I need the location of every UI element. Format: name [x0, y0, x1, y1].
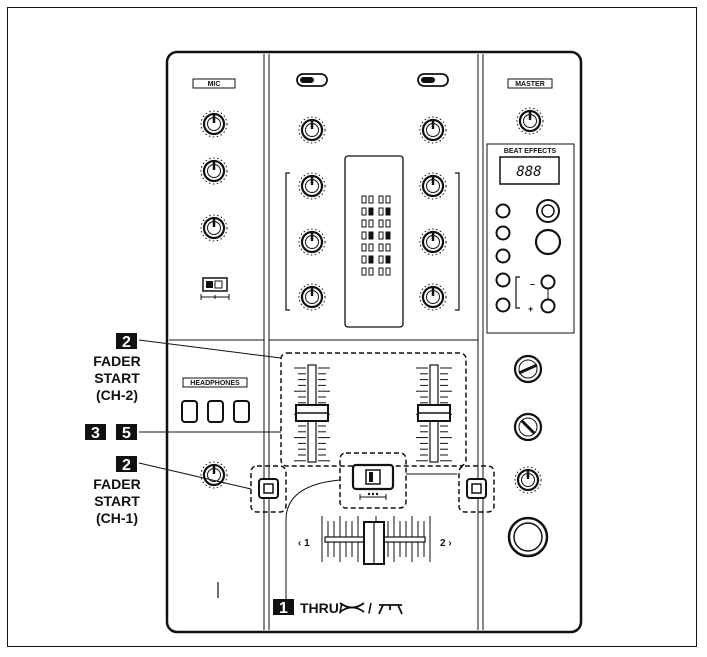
mic-label: MIC	[208, 81, 221, 88]
right-knob-1[interactable]	[513, 354, 543, 384]
svg-text:FADER: FADER	[93, 353, 140, 369]
crossfader-left-label: ‹ 1	[298, 538, 310, 549]
meter-led	[368, 195, 374, 204]
figure-frame	[7, 7, 697, 647]
ch2-fader[interactable]	[417, 364, 451, 463]
svg-text:2: 2	[122, 334, 131, 351]
mic-label-box	[192, 78, 236, 89]
meter-led	[368, 255, 374, 264]
beat-button-2[interactable]	[495, 225, 511, 241]
level-meter	[344, 155, 404, 328]
mic-switch[interactable]	[200, 277, 230, 300]
meter-led	[378, 219, 384, 228]
svg-text:1: 1	[279, 600, 288, 617]
meter-led	[385, 231, 391, 240]
meter-led	[378, 267, 384, 276]
crossfader-curve-switch[interactable]	[351, 463, 395, 500]
meter-led	[385, 219, 391, 228]
callout-fader-start-ch2: 2 FADER START (CH-2)	[93, 333, 141, 403]
svg-text:START: START	[94, 370, 140, 386]
effect-plus-button[interactable]	[540, 298, 556, 314]
meter-led	[361, 255, 367, 264]
meter-led	[378, 207, 384, 216]
headphones-section: HEADPHONES	[181, 377, 250, 490]
meter-led	[361, 219, 367, 228]
meter-led	[385, 255, 391, 264]
curve-symbols-icon: /	[339, 600, 403, 616]
meter-led	[361, 195, 367, 204]
leader-fader-start-ch1	[138, 462, 252, 490]
meter-led	[361, 267, 367, 276]
leader-fader-start-ch2	[138, 339, 282, 359]
beat-button-5[interactable]	[495, 297, 511, 313]
svg-text:(CH-2): (CH-2)	[96, 387, 138, 403]
callout-channel-fader: 3 5	[85, 424, 137, 442]
crossfader[interactable]	[321, 516, 431, 565]
channel-toggle-2[interactable]	[417, 73, 449, 87]
ch1-fader[interactable]	[295, 364, 329, 463]
meter-led	[378, 195, 384, 204]
right-knob-2[interactable]	[513, 412, 543, 442]
svg-text:3: 3	[91, 425, 100, 442]
beat-button-4[interactable]	[495, 272, 511, 288]
beat-effects-section: BEAT EFFECTS 888 – +	[486, 143, 575, 334]
meter-led	[378, 231, 384, 240]
fader-start-ch2-zone	[458, 465, 495, 513]
headphones-label-box	[182, 377, 248, 388]
meter-led	[385, 267, 391, 276]
beat-effects-label: BEAT EFFECTS	[504, 148, 557, 155]
meter-led	[368, 207, 374, 216]
svg-text:START: START	[94, 493, 140, 509]
meter-led	[385, 195, 391, 204]
effect-on-button[interactable]	[534, 228, 562, 256]
meter-led	[368, 243, 374, 252]
svg-text:2: 2	[122, 457, 131, 474]
meter-led	[361, 231, 367, 240]
headphone-button-2[interactable]	[207, 400, 224, 423]
beat-display-value: 888	[516, 164, 541, 180]
meter-led	[361, 207, 367, 216]
meter-led	[368, 219, 374, 228]
effect-minus-button[interactable]	[540, 274, 556, 290]
leader-curve-switch	[285, 479, 341, 603]
crossfader-right-label: 2 ›	[440, 538, 452, 549]
headphone-button-1[interactable]	[181, 400, 198, 423]
beat-button-3[interactable]	[495, 248, 511, 264]
meter-led	[378, 255, 384, 264]
callout-thru-text: THRU/	[300, 600, 343, 616]
beat-button-1[interactable]	[495, 203, 511, 219]
callout-curve-switch: 1 THRU/ /	[273, 599, 403, 617]
meter-led	[385, 207, 391, 216]
meter-led	[368, 267, 374, 276]
callout-fader-start-ch1: 2 FADER START (CH-1)	[93, 456, 141, 526]
headphone-button-3[interactable]	[233, 400, 250, 423]
beat-display	[499, 156, 560, 185]
master-section: MASTER	[507, 78, 553, 136]
svg-text:FADER: FADER	[93, 476, 140, 492]
svg-text:/: /	[368, 600, 372, 616]
svg-text:5: 5	[122, 425, 131, 442]
meter-led	[361, 243, 367, 252]
meter-led	[368, 231, 374, 240]
headphones-label: HEADPHONES	[190, 380, 240, 387]
meter-leds	[361, 195, 391, 276]
plus-sign: +	[528, 304, 533, 314]
master-label-box	[507, 78, 553, 89]
minus-sign: –	[530, 279, 535, 289]
mic-section: MIC	[192, 78, 236, 300]
meter-led	[385, 243, 391, 252]
channel-toggle-1[interactable]	[296, 73, 328, 87]
master-label: MASTER	[515, 81, 545, 88]
svg-text:(CH-1): (CH-1)	[96, 510, 138, 526]
meter-led	[378, 243, 384, 252]
